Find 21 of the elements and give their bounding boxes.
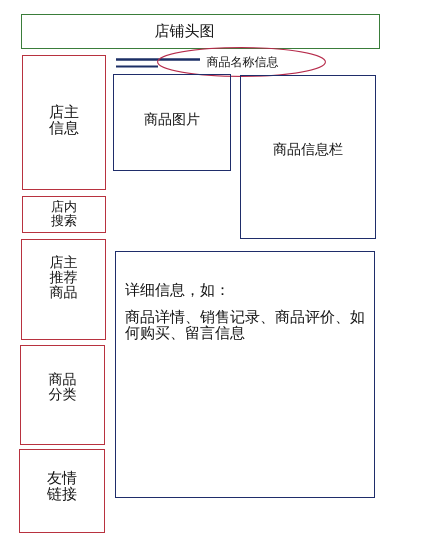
sidebar-panel (22, 55, 106, 190)
sidebar-panel (19, 449, 105, 533)
section-label: 商品信息栏 (273, 142, 343, 158)
banner-title: 店铺头图 (154, 24, 214, 40)
section-label: 友情链接 (46, 471, 78, 503)
sidebar-panel (22, 196, 106, 233)
detail-text: 商品详情、销售记录、商品评价、如何购买、留言信息 (125, 310, 366, 342)
title-ellipse (157, 47, 326, 77)
section-label: 商品图片 (144, 113, 200, 128)
detail-heading: 详细信息，如： (125, 283, 230, 299)
section-label: 店主信息 (48, 104, 80, 136)
banner-panel (21, 14, 380, 49)
picture-panel (113, 74, 231, 171)
section-label: 商品名称信息 (206, 56, 278, 68)
detail-panel (115, 251, 375, 498)
info-panel (240, 75, 376, 239)
sidebar-panel (21, 239, 106, 340)
section-label: 商品分类 (48, 373, 78, 403)
section-label: 店内搜索 (50, 200, 78, 228)
sidebar-panel (20, 345, 105, 445)
section-label: 店主推荐商品 (48, 256, 78, 301)
